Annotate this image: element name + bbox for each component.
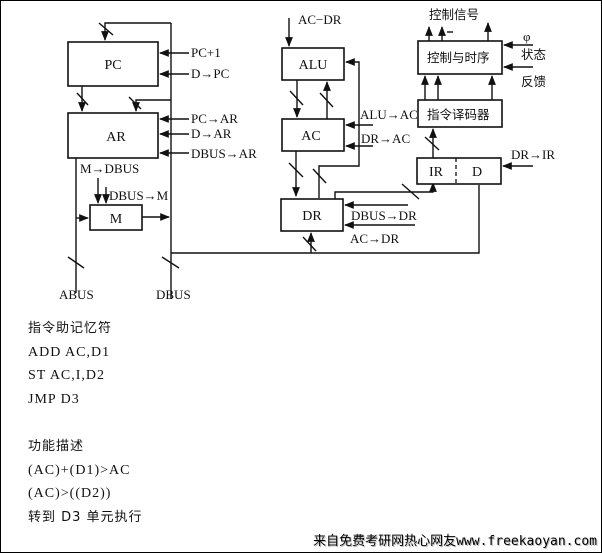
dr-label: DR <box>302 209 322 224</box>
instruction-mnemonics-block: 指令助记忆符 ADD AC,D1 ST AC,I,D2 JMP D3 <box>28 317 112 411</box>
ir-register <box>416 157 502 185</box>
pc-label: PC <box>104 58 121 73</box>
bus-slash <box>98 22 114 36</box>
function-line: 转到 D3 单元执行 <box>28 509 143 525</box>
bus-slash <box>319 92 334 108</box>
cpu-datapath-diagram: PC PC+1 D→PC AR PC→AR D→AR DBUS→AR M→DBU… <box>59 7 555 301</box>
bus-slash <box>401 183 420 200</box>
mnemonic-line: ADD AC,D1 <box>28 344 111 360</box>
ac-dr-label: AC−DR <box>298 12 342 27</box>
dr-register <box>280 198 344 232</box>
phi-label: φ <box>523 29 531 44</box>
d-to-pc-label: D→PC <box>191 66 229 81</box>
bus-slash <box>289 90 304 106</box>
dbus-to-pc-wire <box>101 22 171 41</box>
feedback-label: 反馈 <box>521 74 546 89</box>
m-to-dbus-label: M→DBUS <box>80 161 139 176</box>
pc-register <box>67 41 159 87</box>
mnemonic-line: ST AC,I,D2 <box>28 368 106 383</box>
mnemonics-heading: 指令助记忆符 <box>28 321 113 336</box>
bus-slash <box>128 96 142 110</box>
instruction-decoder-label: 指令译码器 <box>427 107 490 122</box>
ar-label: AR <box>106 130 126 145</box>
bus-slash <box>67 256 85 269</box>
ir-label: IR <box>429 165 444 180</box>
dbus-horizontal-wire <box>171 185 480 254</box>
pc-plus-1-label: PC+1 <box>191 45 221 60</box>
instruction-decoder-block <box>417 99 503 128</box>
dbus-to-dr-label: DBUS→DR <box>351 208 417 223</box>
m-label: M <box>110 212 123 227</box>
dr-to-ir-label: DR→IR <box>511 147 555 162</box>
mnemonic-line: JMP D3 <box>28 391 80 407</box>
bus-slash <box>161 256 180 269</box>
dr-to-ac-label: DR→AC <box>361 131 410 146</box>
function-description-block: 功能描述 (AC)+(D1)>AC (AC)>((D2)) 转到 D3 单元执行 <box>28 435 143 529</box>
watermark: 来自免费考研网热心网友www.freekaoyan.com <box>313 534 597 549</box>
ac-register <box>281 118 345 152</box>
d-field-label: D <box>472 165 482 180</box>
ac-to-dr-label: AC→DR <box>350 231 399 246</box>
dbus-top-to-ar-wire <box>132 99 171 112</box>
bus-slash <box>424 136 440 151</box>
control-signals-label: 控制信号 <box>429 7 479 22</box>
dbus-label: DBUS <box>156 287 191 301</box>
pc-to-ar-label: PC→AR <box>191 111 238 126</box>
alu-to-ac-label: ALU→AC <box>360 107 418 122</box>
bus-slash <box>312 168 327 184</box>
dbus-to-ar-label: DBUS→AR <box>191 146 257 161</box>
abus-label: ABUS <box>59 287 94 301</box>
ac-label: AC <box>301 129 320 144</box>
function-line: (AC)+(D1)>AC <box>28 462 131 478</box>
dr-to-ir-wire <box>334 182 437 199</box>
bus-slash <box>288 162 304 178</box>
dr-to-alu-wire <box>318 58 360 198</box>
alu-label: ALU <box>299 58 328 73</box>
control-timing-block <box>417 40 503 75</box>
dbus-to-m-label: DBUS→M <box>109 188 169 203</box>
d-to-ar-label: D→AR <box>191 126 232 141</box>
status-label: 状态 <box>521 47 546 62</box>
ar-register <box>67 112 159 159</box>
function-heading: 功能描述 <box>28 439 85 454</box>
control-timing-label: 控制与时序 <box>427 50 490 65</box>
function-line: (AC)>((D2)) <box>28 486 112 501</box>
bus-slash <box>302 236 317 252</box>
alu-block <box>281 47 345 81</box>
bus-slash <box>76 92 89 106</box>
